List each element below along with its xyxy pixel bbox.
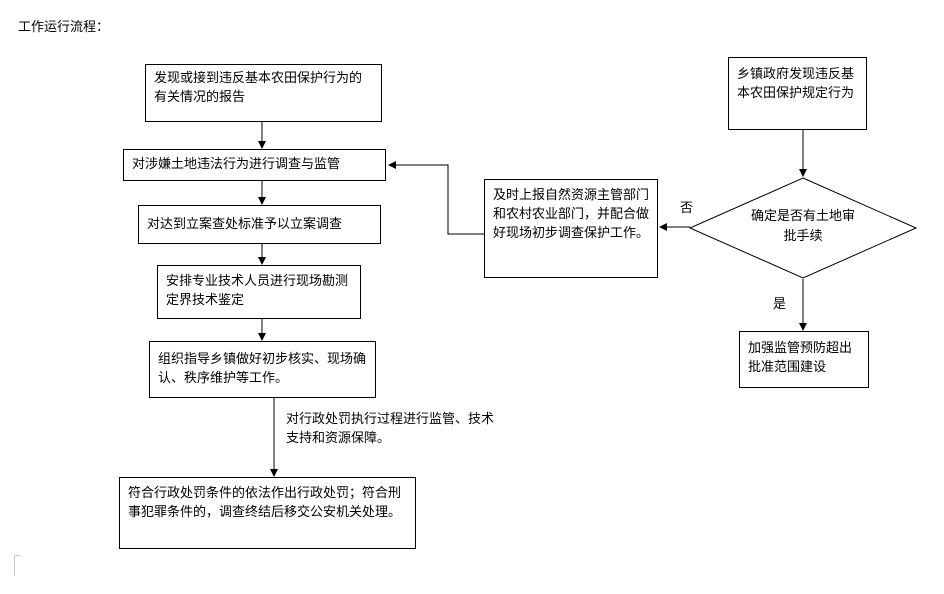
report-box: 发现或接到违反基本农田保护行为的有关情况的报告 — [145, 64, 382, 122]
page-title: 工作运行流程： — [18, 20, 110, 35]
report-up-box: 及时上报自然资源主管部门和农村农业部门，并配合做好现场初步调查保护工作。 — [484, 179, 658, 278]
file-case-box: 对达到立案查处标准予以立案调查 — [138, 205, 381, 244]
penalty-box: 符合行政处罚条件的依法作出行政处罚；符合刑事犯罪条件的，调查终结后移交公安机关处… — [119, 477, 416, 549]
survey-box: 安排专业技术人员进行现场勘测定界技术鉴定 — [157, 265, 361, 319]
organize-text: 组织指导乡镇做好初步核实、现场确认、秩序维护等工作。 — [158, 352, 367, 386]
report-up-text: 及时上报自然资源主管部门和农村农业部门，并配合做好现场初步调查保护工作。 — [493, 188, 650, 241]
strengthen-box: 加强监管预防超出批准范围建设 — [739, 331, 869, 388]
investigate-text: 对涉嫌土地违法行为进行调查与监管 — [132, 157, 341, 172]
decision-diamond — [688, 177, 918, 279]
strengthen-text: 加强监管预防超出批准范围建设 — [748, 341, 853, 375]
file-case-text: 对达到立案查处标准予以立案调查 — [147, 217, 343, 232]
page-corner-mark — [14, 555, 21, 576]
township-finds-text: 乡镇政府发现违反基本农田保护规定行为 — [737, 67, 855, 101]
township-finds-box: 乡镇政府发现违反基本农田保护规定行为 — [728, 57, 867, 130]
survey-text: 安排专业技术人员进行现场勘测定界技术鉴定 — [166, 274, 349, 308]
arrow-reportup-to-investigate — [388, 161, 484, 235]
investigate-box: 对涉嫌土地违法行为进行调查与监管 — [123, 149, 386, 181]
decision-text: 确定是否有土地审批手续 — [750, 209, 855, 244]
penalty-text: 符合行政处罚条件的依法作出行政处罚；符合刑事犯罪条件的，调查终结后移交公安机关处… — [128, 486, 402, 520]
yes-label: 是 — [773, 297, 787, 312]
organize-box: 组织指导乡镇做好初步核实、现场确认、秩序维护等工作。 — [149, 341, 376, 398]
report-text: 发现或接到违反基本农田保护行为的有关情况的报告 — [154, 71, 363, 105]
no-label: 否 — [680, 201, 694, 216]
supervise-note: 对行政处罚执行过程进行监管、技术支持和资源保障。 — [286, 410, 496, 448]
supervise-note-text: 对行政处罚执行过程进行监管、技术支持和资源保障。 — [286, 412, 495, 446]
